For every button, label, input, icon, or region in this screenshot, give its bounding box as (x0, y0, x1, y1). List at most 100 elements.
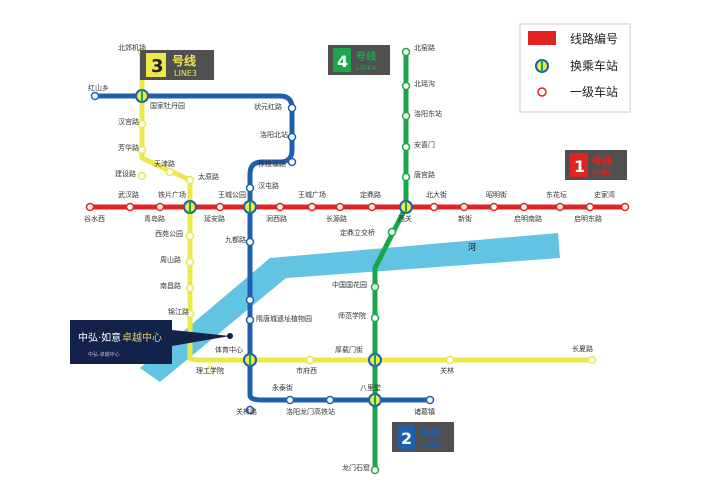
station-dot (335, 202, 345, 212)
line4-badge-cn: 号线 (356, 50, 376, 63)
station-label: 九都路 (225, 235, 246, 244)
station-label: 铁片广场 (158, 190, 186, 199)
station-dot (185, 283, 195, 293)
station-dot (370, 465, 380, 475)
legend: 线路编号 换乘车站 一级车站 (519, 23, 631, 113)
project-name: 卓越中心 (122, 331, 162, 344)
transfer-station-icon (368, 353, 382, 367)
legend-transfer-icon (535, 59, 549, 73)
station-dot (370, 313, 380, 323)
station-label: 建设路 (115, 169, 136, 178)
station-labels: 北郊机场 红山乡 国家牡丹园 汉宫路 芳华路 建设路 天津路 太原路 武汉路 铁… (84, 43, 615, 472)
line3-badge-cn: 号线 (172, 53, 196, 68)
station-label: 关林 (440, 366, 454, 375)
project-pointer (172, 330, 230, 346)
line2-badge-cn: 号线 (420, 427, 440, 440)
station-dot (325, 395, 335, 405)
legend-line-number-label: 线路编号 (570, 31, 618, 46)
project-marker: 中弘·如意 卓越中心 中弘·卓越中心 (70, 320, 233, 364)
transfer-station-icon (243, 200, 257, 214)
station-label: 隋唐城遗址植物园 (256, 314, 312, 323)
line2-badge-swatch (397, 425, 415, 449)
transfer-station-icon (135, 89, 149, 103)
station-dot (401, 47, 411, 57)
station-dot (137, 145, 147, 155)
station-label: 延安路 (204, 214, 225, 223)
station-label: 安喜门 (414, 140, 435, 149)
station-dot (370, 282, 380, 292)
transfer-station-icon (368, 393, 382, 407)
station-dot (245, 405, 255, 415)
station-label: 汉屯路 (258, 181, 279, 190)
station-dot (245, 183, 255, 193)
station-label: 定鼎路 (360, 190, 381, 199)
line4-track (372, 49, 409, 473)
line3-badge-en: LINE3 (174, 69, 197, 78)
station-dot (245, 295, 255, 305)
station-dot (287, 103, 297, 113)
legend-transfer-label: 换乘车站 (570, 58, 618, 73)
station-dot (620, 202, 630, 212)
station-dot (205, 365, 215, 375)
project-location-dot (227, 333, 233, 339)
station-label: 长夏路 (572, 344, 593, 353)
line2-badge-number: 2 (401, 429, 412, 448)
line4-badge-en: LINE4 (356, 64, 377, 72)
station-label: 青岛路 (144, 214, 165, 223)
station-dot (587, 355, 597, 365)
station-label: 洛阳北站 (260, 130, 288, 139)
station-dot (215, 202, 225, 212)
station-dot (401, 111, 411, 121)
station-dot (585, 202, 595, 212)
river (140, 233, 560, 382)
station-label: 市府西 (296, 366, 317, 375)
line3-badge: 3 号线 LINE3 (140, 50, 214, 80)
station-dot (275, 202, 285, 212)
station-dot (287, 157, 297, 167)
station-dot (185, 257, 195, 267)
station-label: 长源路 (326, 214, 347, 223)
station-dot (367, 202, 377, 212)
transfer-station-icon (183, 200, 197, 214)
station-label: 理工学院 (196, 366, 224, 375)
station-label: 启明南路 (514, 214, 542, 223)
station-dot (401, 142, 411, 152)
station-dot (519, 202, 529, 212)
station-label: 体育中心 (215, 345, 243, 354)
station-label: 谷水西 (84, 214, 105, 223)
station-label: 北瑶沟 (414, 79, 435, 88)
station-label: 永泰街 (272, 383, 293, 392)
station-dot (445, 355, 455, 365)
station-label: 八里堂 (360, 383, 381, 392)
station-label: 关林路 (236, 407, 257, 416)
station-label: 周山路 (160, 255, 181, 264)
line3-track (139, 49, 595, 363)
legend-line-number-swatch (528, 31, 556, 45)
line4-badge-swatch (333, 48, 351, 72)
station-label: 北郊机场 (118, 43, 146, 52)
line3-badge-number: 3 (151, 56, 164, 77)
station-label: 西苑公园 (155, 229, 183, 238)
station-label: 南昌路 (160, 281, 181, 290)
station-label: 芳华路 (118, 143, 139, 152)
line1-badge: 1 号线 LINE1 (565, 150, 627, 180)
station-label: 定鼎立交桥 (340, 228, 375, 237)
station-dot (90, 91, 100, 101)
stations-layer (85, 47, 630, 475)
station-label: 涧西路 (266, 214, 287, 223)
station-dot (287, 132, 297, 142)
legend-station-label: 一级车站 (570, 84, 618, 99)
station-dot (155, 202, 165, 212)
station-dot (125, 202, 135, 212)
station-dot (489, 202, 499, 212)
station-label: 龙门石窟 (342, 463, 370, 472)
station-dot (137, 119, 147, 129)
station-dot (387, 227, 397, 237)
line2-badge-en: LINE2 (420, 441, 440, 449)
legend-station-icon (537, 87, 547, 97)
station-dot (85, 202, 95, 212)
station-label: 唐宫路 (414, 170, 435, 179)
transfer-station-icon (243, 353, 257, 367)
line2-badge: 2 号线 LINE2 (392, 422, 454, 452)
